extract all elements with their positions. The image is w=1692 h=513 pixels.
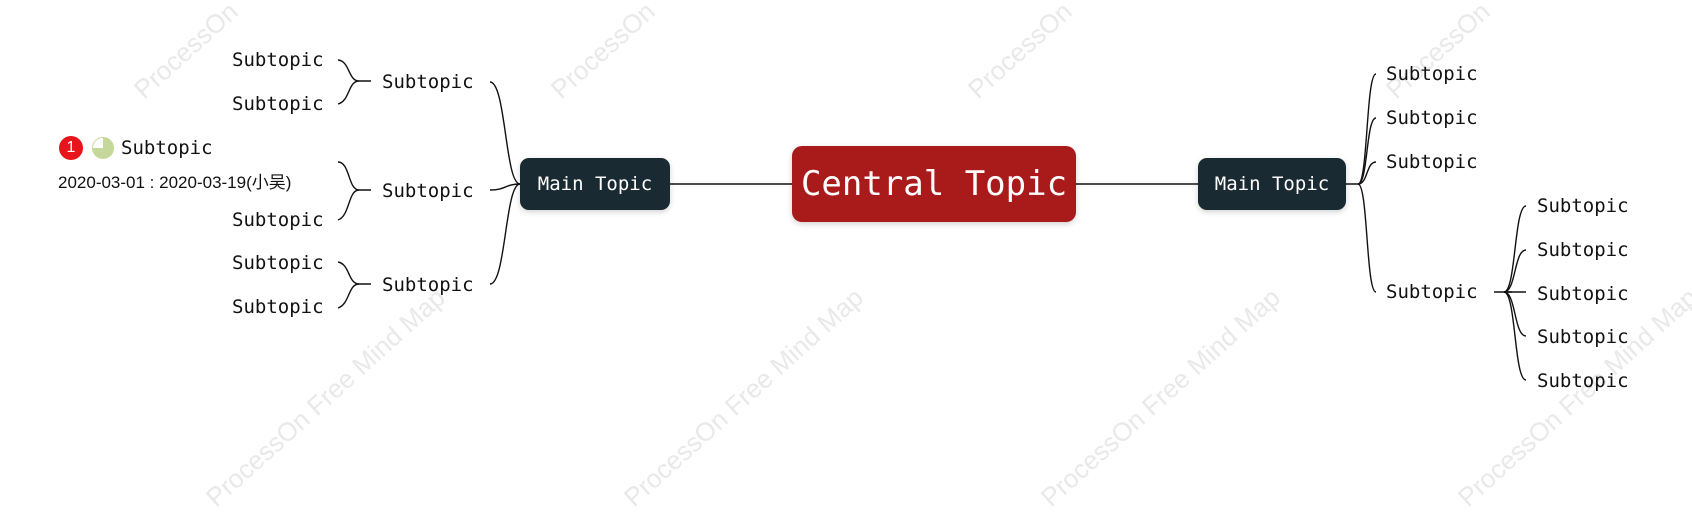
left-subtopic-2[interactable]: Subtopic [382, 180, 474, 202]
mind-map-canvas: ProcessOn ProcessOn ProcessOn ProcessOn … [58, 0, 1692, 512]
right-leaf-2[interactable]: Subtopic [1537, 239, 1629, 261]
right-subtopic-1[interactable]: Subtopic [1386, 63, 1478, 85]
right-leaf-5[interactable]: Subtopic [1537, 370, 1629, 392]
right-leaf-3[interactable]: Subtopic [1537, 283, 1629, 305]
left-leaf-1-2[interactable]: Subtopic [232, 93, 324, 115]
priority-1-badge: 1 [59, 136, 83, 160]
connector-lines [337, 59, 1527, 381]
main-topic-right[interactable]: Main Topic [1198, 158, 1346, 210]
main-topic-left[interactable]: Main Topic [520, 158, 670, 210]
left-subtopic-3[interactable]: Subtopic [382, 274, 474, 296]
left-subtopic-1[interactable]: Subtopic [382, 71, 474, 93]
three-quarter-pie-icon [92, 137, 114, 159]
task-date-range: 2020-03-01 : 2020-03-19(小吴) [58, 173, 292, 192]
left-leaf-2-2[interactable]: Subtopic [232, 209, 324, 231]
right-subtopic-2[interactable]: Subtopic [1386, 107, 1478, 129]
right-subtopic-4[interactable]: Subtopic [1386, 281, 1478, 303]
left-leaf-2-1[interactable]: Subtopic [121, 137, 213, 159]
right-leaf-4[interactable]: Subtopic [1537, 326, 1629, 348]
left-leaf-1-1[interactable]: Subtopic [232, 49, 324, 71]
central-topic[interactable]: Central Topic [792, 146, 1076, 222]
right-subtopic-3[interactable]: Subtopic [1386, 151, 1478, 173]
left-leaf-3-1[interactable]: Subtopic [232, 252, 324, 274]
right-leaf-1[interactable]: Subtopic [1537, 195, 1629, 217]
left-leaf-3-2[interactable]: Subtopic [232, 296, 324, 318]
